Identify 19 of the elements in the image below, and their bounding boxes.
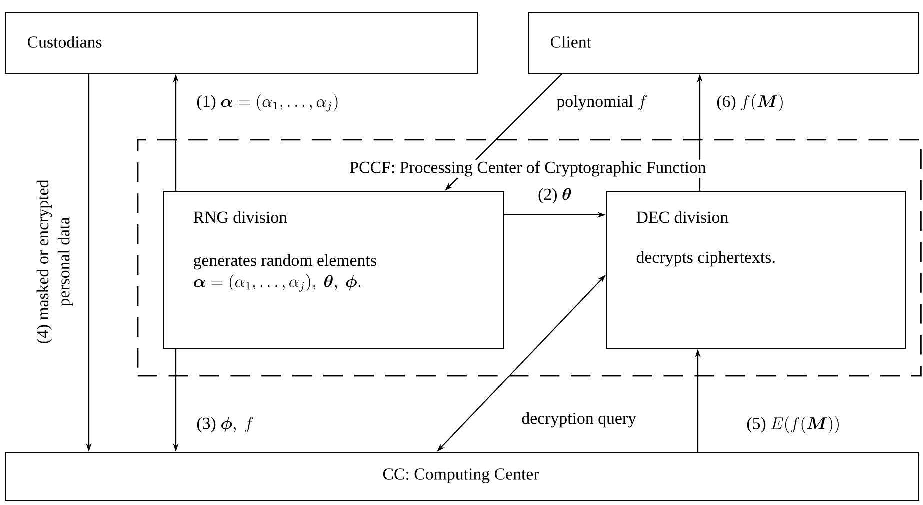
process-box: Client [528, 12, 920, 74]
edge-label: (4) masked or encrypted personal data [36, 180, 74, 344]
region-box [137, 139, 922, 377]
edge-label: $\text{(5) }E(f(\boldsymbol{M}))$ [747, 416, 839, 434]
edge-label: $\text{(6) }f(\boldsymbol{M})$ [717, 94, 783, 112]
process-box [163, 191, 504, 350]
process-box: CC: Computing Center [5, 452, 920, 502]
edge-label: $\text{(3) }\boldsymbol{\phi},\ f$ [197, 417, 254, 433]
edge-label: $\text{decryption query}$ [522, 412, 636, 428]
process-box: Custodians [5, 12, 478, 74]
region-title: PCCF: Processing Center of Cryptographic Function [350, 161, 706, 177]
box-text: decrypts ciphertexts. [636, 251, 775, 267]
edge-label: $\text{(2) }\boldsymbol{\theta}$ [538, 188, 572, 204]
box-heading: DEC division [636, 211, 728, 224]
process-box [606, 191, 906, 350]
box-heading: RNG division [194, 211, 288, 224]
box-text: $\begin{array}{@{}l@{}}\text{generates random elements}\\ \boldsymbol{\alpha}=(\alpha_1,\ldots,\alpha_j),\ \boldsymbol{\theta},\ \boldsymbol{\phi}.\end{array}$ [194, 254, 376, 292]
edge-label: $\text{(1) }\boldsymbol{\alpha}=(\alpha_1,\ldots,\alpha_j)$ [197, 94, 338, 112]
edge-label: $\text{polynomial }f$ [556, 95, 647, 111]
